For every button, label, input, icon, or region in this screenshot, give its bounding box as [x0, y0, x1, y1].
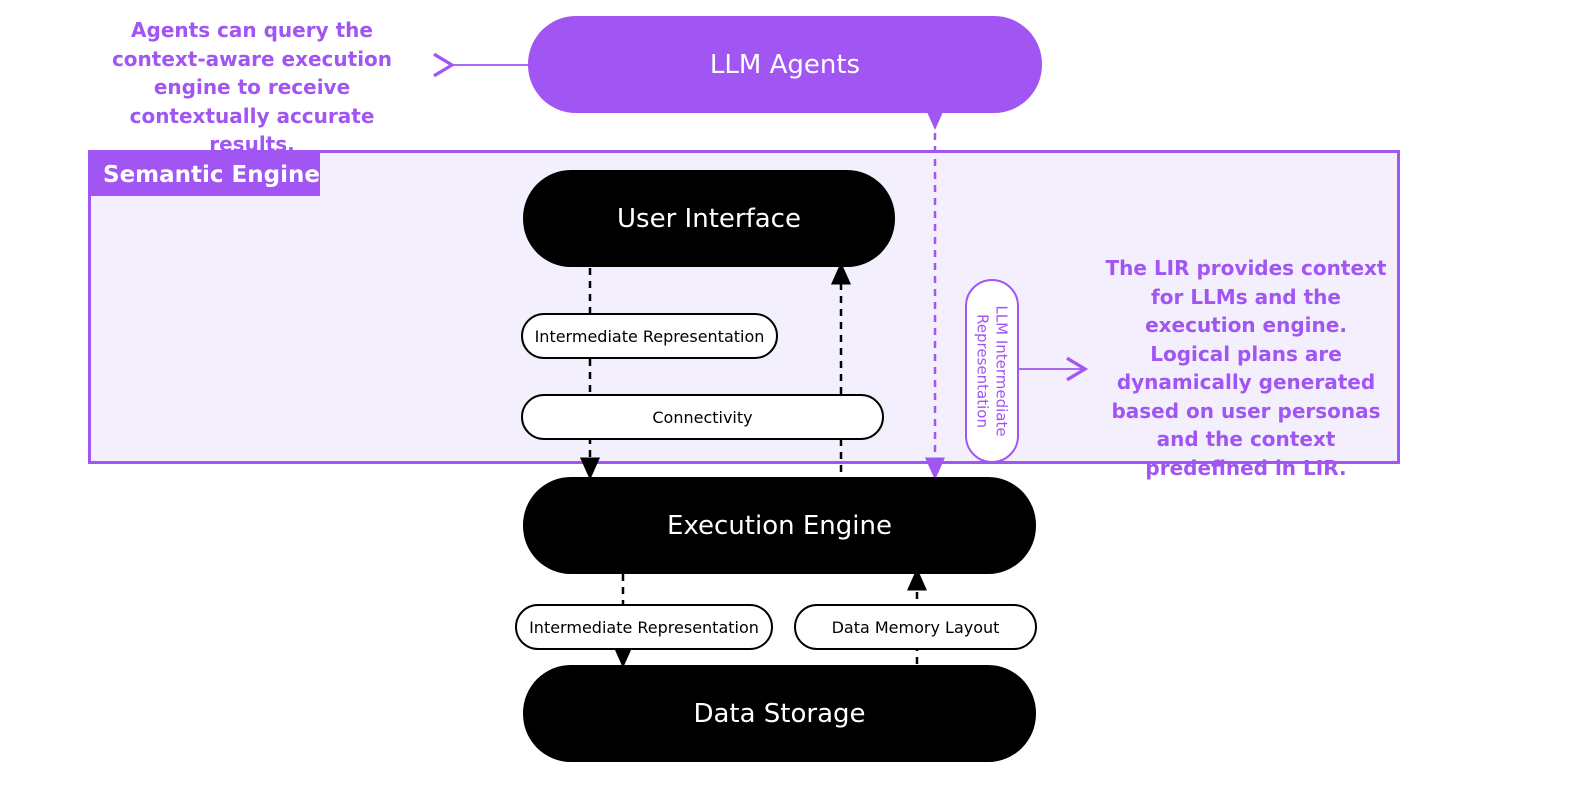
lir-label: LLM Intermediate Representation [973, 305, 1011, 436]
execution-engine-node: Execution Engine [523, 477, 1036, 574]
lir-pill [965, 279, 1019, 463]
user-interface-node: User Interface [523, 170, 895, 267]
data-memory-layout-label: Data Memory Layout [794, 604, 1037, 650]
llm-agents-node: LLM Agents [528, 16, 1042, 113]
lir-note: The LIR provides context for LLMs and th… [1105, 256, 1387, 480]
lir-label-line2: Representation [974, 314, 993, 428]
intermediate-representation-label-lower: Intermediate Representation [515, 604, 773, 650]
connectivity-label: Connectivity [521, 394, 884, 440]
data-storage-node: Data Storage [523, 665, 1036, 762]
agents-note: Agents can query the context-aware execu… [111, 18, 393, 156]
lir-label-line1: LLM Intermediate [993, 305, 1012, 437]
lir-pill-text-wrap: LLM Intermediate Representation [965, 279, 1019, 463]
semantic-engine-label: Semantic Engine [91, 153, 320, 196]
intermediate-representation-label-upper: Intermediate Representation [521, 313, 778, 359]
